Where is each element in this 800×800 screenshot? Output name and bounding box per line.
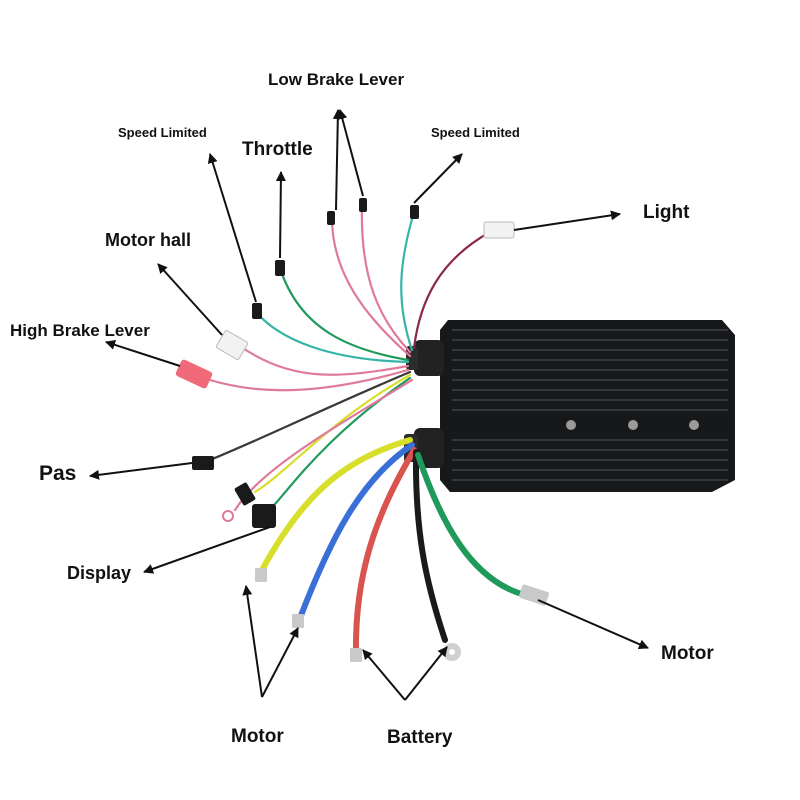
power-wires [259, 437, 528, 653]
label-low-brake-lever: Low Brake Lever [268, 70, 405, 89]
label-speed-limited-right: Speed Limited [431, 125, 520, 140]
label-battery: Battery [387, 727, 453, 748]
label-motor-hall: Motor hall [105, 230, 191, 250]
connectors [175, 198, 549, 662]
callout-arrows [89, 109, 649, 701]
label-motor-bottom: Motor [231, 726, 284, 747]
label-pas: Pas [39, 462, 77, 485]
signal-wires [203, 203, 492, 517]
label-high-brake-lever: High Brake Lever [10, 321, 150, 340]
controller-box [404, 320, 735, 492]
label-motor-right: Motor [661, 643, 714, 664]
label-display: Display [67, 563, 132, 583]
label-speed-limited-left: Speed Limited [118, 125, 207, 140]
label-light: Light [643, 202, 690, 223]
label-throttle: Throttle [242, 139, 313, 160]
